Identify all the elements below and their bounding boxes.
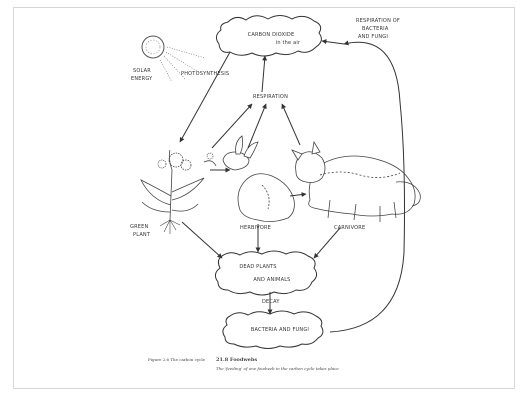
dead-plants-label-1: DEAD PLANTS <box>239 264 276 270</box>
resp-bacteria-label-2: BACTERIA <box>362 26 389 32</box>
resp-bacteria-arrow <box>322 41 344 44</box>
caption-text: The 'feeding' of one foodweb in the carb… <box>216 366 339 371</box>
caption-heading: 21.8 Foodwebs <box>216 357 257 363</box>
green-plant-label-1: GREEN <box>130 224 148 230</box>
resp-bacteria-label-3: AND FUNGI <box>358 34 388 40</box>
carbon-dioxide-label-2: in the air <box>276 40 301 46</box>
photosynthesis-label: PHOTOSYNTHESIS <box>181 71 229 77</box>
dead-plants-box: DEAD PLANTS AND ANIMALS <box>215 251 316 295</box>
green-plant-label-2: PLANT <box>133 232 151 238</box>
plant-icon <box>141 150 216 234</box>
carbon-dioxide-label-1: CARBON DIOXIDE <box>248 32 295 38</box>
rabbit-icon <box>223 136 294 222</box>
respiration-label: RESPIRATION <box>253 94 288 100</box>
carbon-dioxide-box: CARBON DIOXIDE in the air <box>216 16 321 57</box>
herbivore-label: HERBIVORE <box>240 225 271 231</box>
decay-label: DECAY <box>262 299 280 305</box>
solar-label: SOLAR <box>133 68 151 74</box>
resp-bacteria-label-1: RESPIRATION OF <box>356 18 400 24</box>
energy-label: ENERGY <box>131 76 153 82</box>
fox-icon <box>292 142 420 222</box>
bacteria-fungi-box: BACTERIA AND FUNGI <box>223 311 323 349</box>
figure-caption-label: Figure 2.6 The carbon cycle <box>148 357 206 362</box>
bacteria-fungi-label: BACTERIA AND FUNGI <box>251 327 309 333</box>
dead-plants-label-2: AND ANIMALS <box>253 277 290 283</box>
